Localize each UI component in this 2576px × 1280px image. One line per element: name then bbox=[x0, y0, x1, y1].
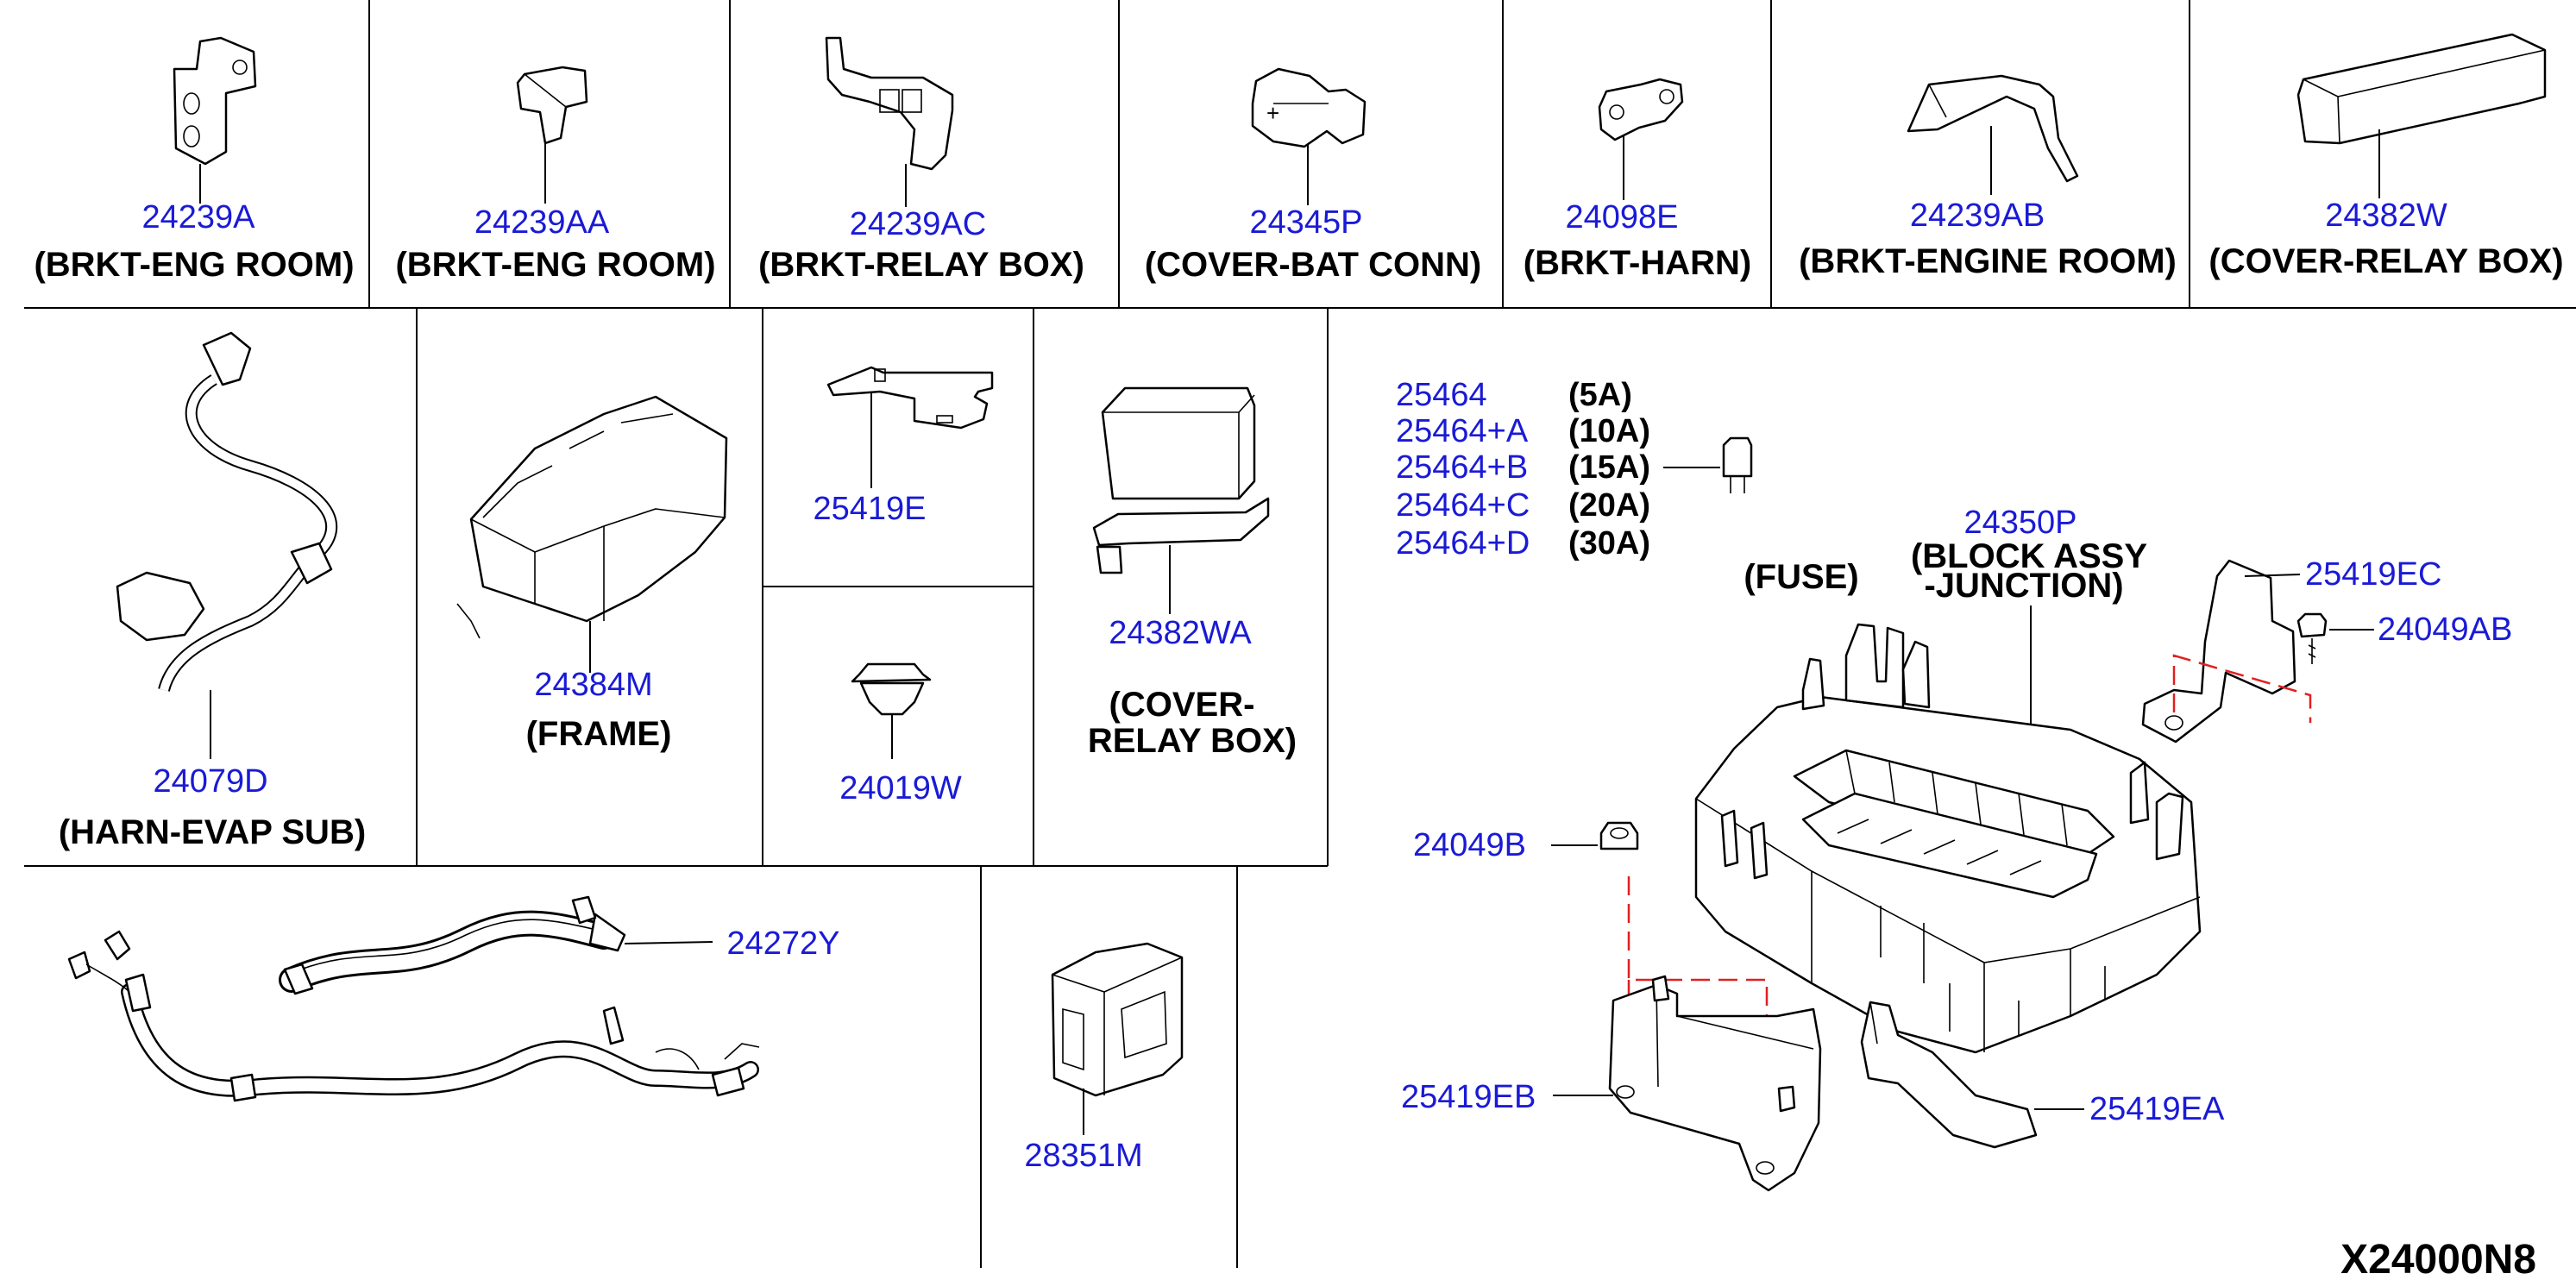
part-number-24019W[interactable]: 24019W bbox=[839, 770, 962, 806]
bracket-25419EC-drawing bbox=[2141, 559, 2301, 744]
bracket-25419EB-drawing bbox=[1553, 975, 1822, 1192]
desc-block-assy: (BLOCK ASSY bbox=[1911, 537, 2147, 575]
part-number-24049AB[interactable]: 24049AB bbox=[2378, 612, 2512, 648]
fuse-rating: (5A) bbox=[1568, 377, 1632, 413]
part-number-25419EB[interactable]: 25419EB bbox=[1401, 1079, 1536, 1115]
bracket-24098E-drawing bbox=[1598, 78, 1684, 200]
part-number-28351M[interactable]: 28351M bbox=[1024, 1138, 1142, 1174]
desc-junction: -JUNCTION) bbox=[1924, 567, 2123, 605]
part-number-24098E[interactable]: 24098E bbox=[1565, 199, 1678, 235]
desc-cover-relay-line1: (COVER- bbox=[1109, 686, 1255, 724]
desc-harn-evap-sub: (HARN-EVAP SUB) bbox=[59, 813, 366, 851]
part-number-24049B[interactable]: 24049B bbox=[1413, 827, 1526, 863]
part-number-24382WA[interactable]: 24382WA bbox=[1109, 615, 1252, 651]
nut-24049B-drawing bbox=[1551, 821, 1639, 850]
harness-lower-drawing bbox=[67, 930, 760, 1102]
harness-24272Y-drawing bbox=[279, 895, 713, 995]
part-number-24079D[interactable]: 24079D bbox=[153, 763, 267, 800]
part-number-24382W[interactable]: 24382W bbox=[2325, 198, 2447, 234]
harness-evap-24079D-drawing bbox=[116, 331, 338, 759]
fuse-part-number[interactable]: 25464+D bbox=[1396, 525, 1530, 562]
desc-cover-relay-box: (COVER-RELAY BOX) bbox=[2208, 242, 2563, 280]
desc-cover-relay-line2: RELAY BOX) bbox=[1088, 722, 1297, 760]
desc-brkt-harn: (BRKT-HARN) bbox=[1524, 244, 1751, 282]
part-number-24239AB[interactable]: 24239AB bbox=[1910, 198, 2045, 234]
fuse-drawing bbox=[1663, 436, 1753, 493]
desc-cover-bat-conn: (COVER-BAT CONN) bbox=[1145, 246, 1481, 284]
part-number-24350P[interactable]: 24350P bbox=[1963, 505, 2077, 541]
desc-brkt-eng-room-1: (BRKT-ENG ROOM) bbox=[34, 246, 354, 284]
part-number-25419EC[interactable]: 25419EC bbox=[2305, 556, 2441, 593]
frame-24384M-drawing bbox=[456, 395, 728, 673]
desc-brkt-relay-box: (BRKT-RELAY BOX) bbox=[758, 246, 1084, 284]
relay-cover-24382W-drawing bbox=[2296, 33, 2547, 198]
diagram-code: X24000N8 bbox=[2340, 1237, 2536, 1280]
svg-text:+: + bbox=[1266, 100, 1279, 126]
part-number-24239AC[interactable]: 24239AC bbox=[850, 206, 986, 242]
bracket-24239AB-drawing bbox=[1907, 74, 2079, 195]
part-number-24384M[interactable]: 24384M bbox=[534, 667, 652, 703]
bracket-24239A-drawing bbox=[173, 36, 257, 204]
alignment-dash-ec bbox=[2172, 654, 2312, 723]
desc-fuse: (FUSE) bbox=[1744, 558, 1858, 596]
fuse-rating: (20A) bbox=[1568, 487, 1650, 524]
bracket-25419E-drawing bbox=[826, 366, 994, 488]
connector-28351M-drawing bbox=[1051, 942, 1184, 1135]
fuse-rating: (30A) bbox=[1568, 525, 1650, 562]
fuse-rating: (10A) bbox=[1568, 413, 1650, 449]
bracket-24239AA-drawing bbox=[516, 66, 588, 204]
desc-brkt-eng-room-2: (BRKT-ENG ROOM) bbox=[395, 246, 715, 284]
junction-block-drawing bbox=[1694, 623, 2202, 1054]
fuse-rating: (15A) bbox=[1568, 449, 1650, 486]
bracket-24239AC-drawing bbox=[825, 36, 954, 207]
clip-24019W-drawing bbox=[851, 662, 932, 759]
part-number-25419EA[interactable]: 25419EA bbox=[2089, 1091, 2225, 1127]
fuse-part-number[interactable]: 25464+B bbox=[1396, 449, 1528, 486]
part-number-24239AA[interactable]: 24239AA bbox=[474, 204, 610, 241]
battery-cover-24345P-drawing: + bbox=[1251, 67, 1367, 205]
fuse-list: 25464 (5A) 25464+A (10A) 25464+B (15A) 2… bbox=[1396, 377, 1650, 562]
part-number-24239A[interactable]: 24239A bbox=[141, 199, 255, 235]
relay-cover-24382WA-drawing bbox=[1092, 386, 1270, 614]
part-number-25419E[interactable]: 25419E bbox=[813, 491, 926, 527]
fuse-part-number[interactable]: 25464 bbox=[1396, 377, 1487, 413]
grid-lines bbox=[24, 0, 2576, 1268]
fuse-part-number[interactable]: 25464+C bbox=[1396, 487, 1530, 524]
desc-brkt-engine-room: (BRKT-ENGINE ROOM) bbox=[1799, 242, 2177, 280]
bolt-24049AB-drawing bbox=[2296, 612, 2374, 664]
part-number-24345P[interactable]: 24345P bbox=[1249, 204, 1362, 241]
fuse-part-number[interactable]: 25464+A bbox=[1396, 413, 1529, 449]
desc-frame: (FRAME) bbox=[526, 715, 672, 753]
bracket-25419EA-drawing bbox=[1860, 1001, 2084, 1149]
part-number-24272Y[interactable]: 24272Y bbox=[726, 925, 839, 962]
